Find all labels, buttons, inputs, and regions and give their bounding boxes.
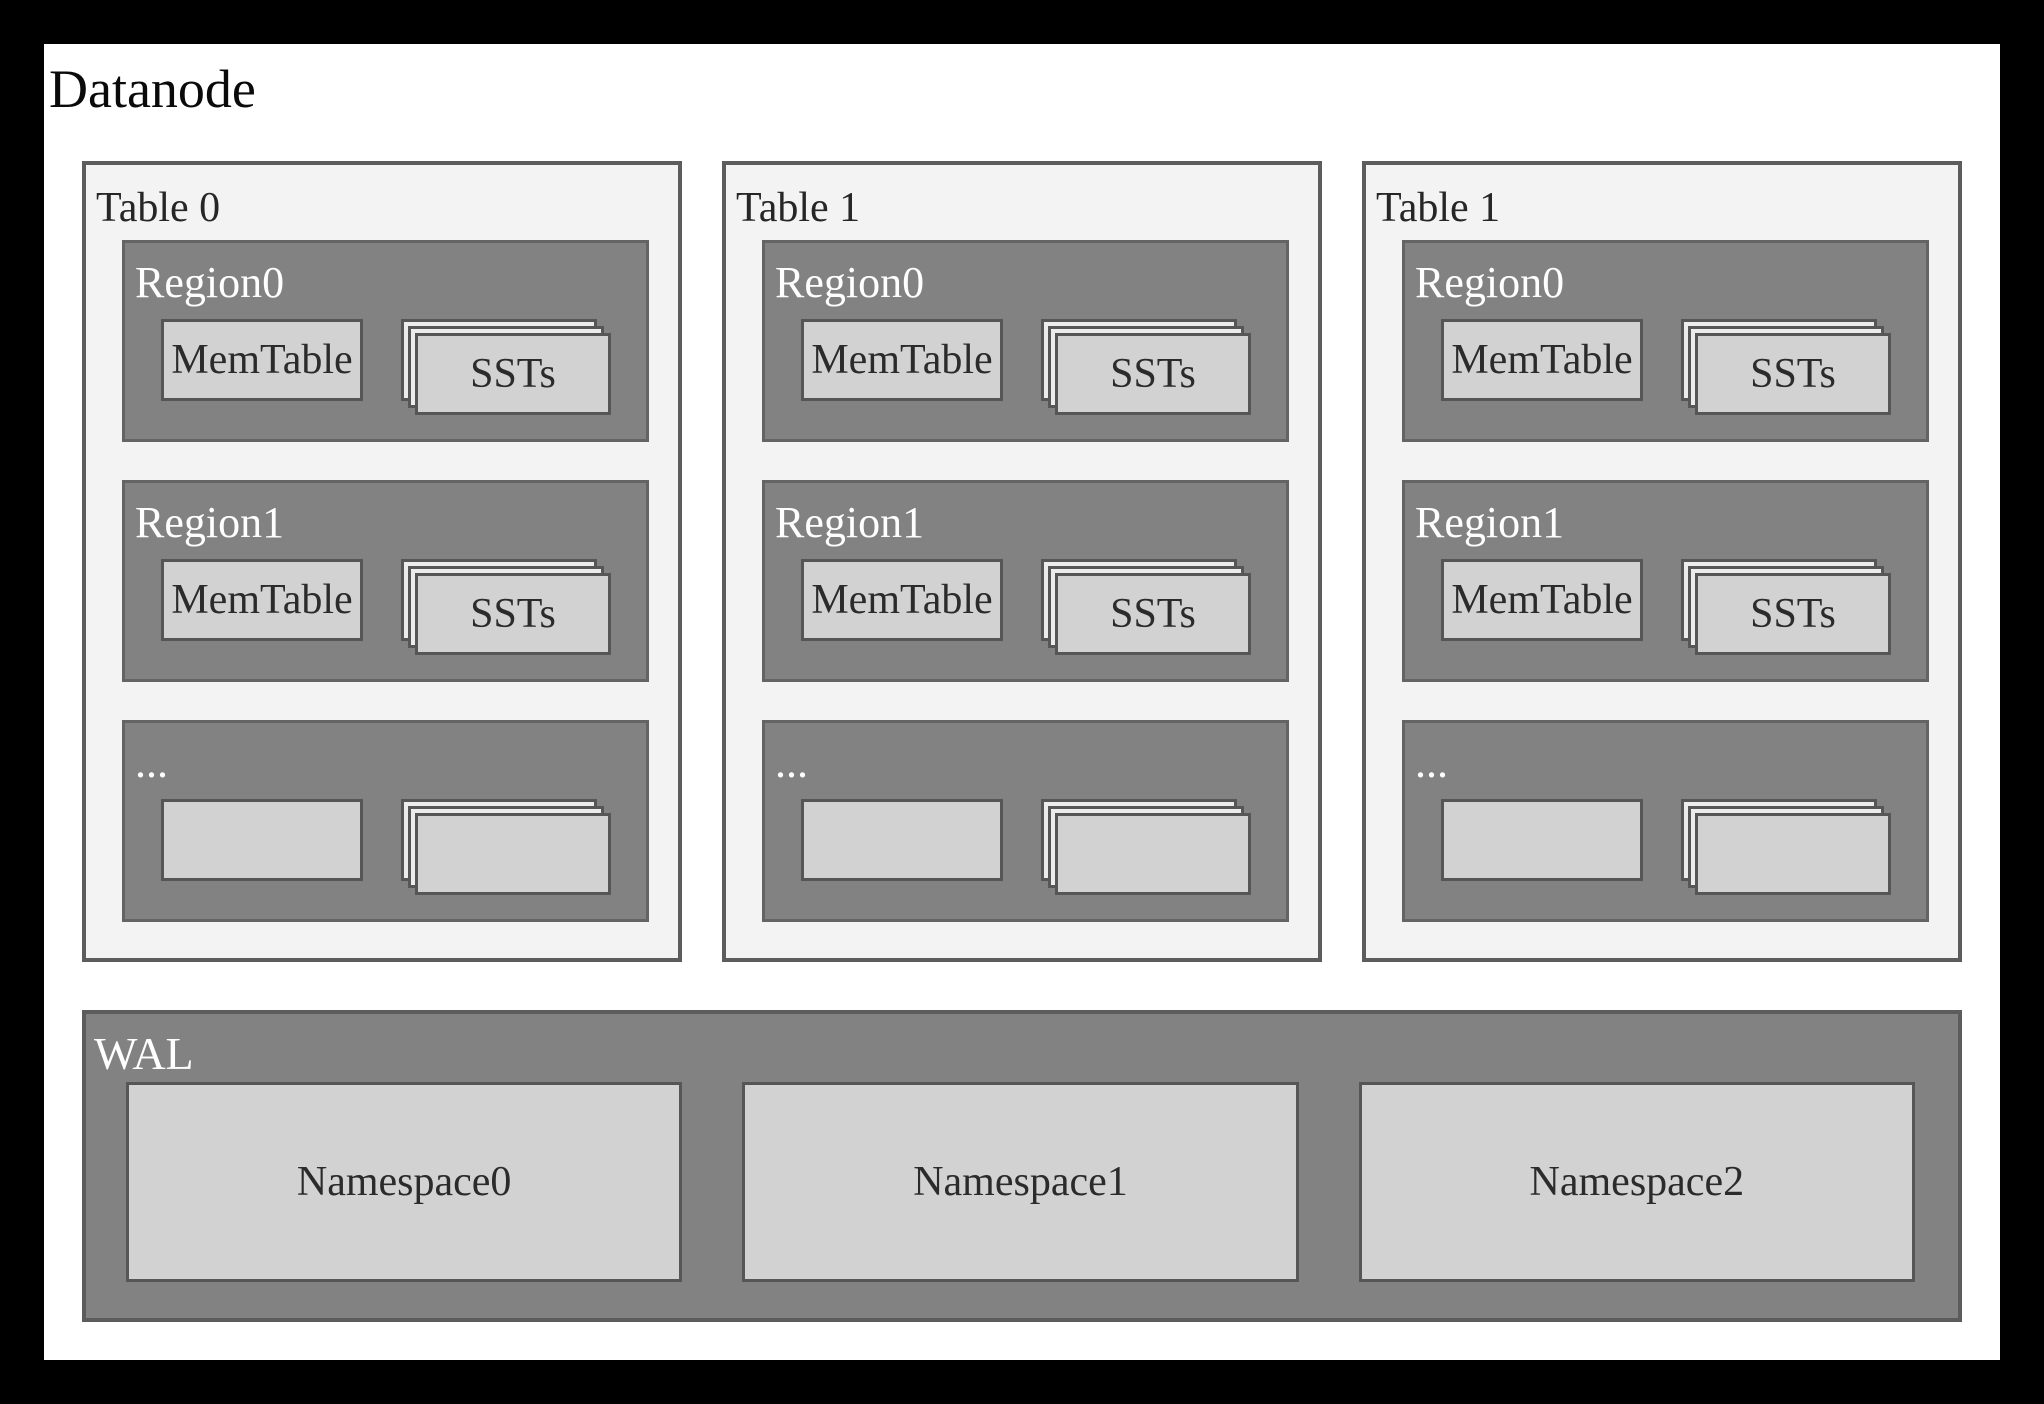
table-box-0: Table 0 Region0 MemTable SSTs Region1 Me bbox=[82, 161, 682, 962]
region-title: Region1 bbox=[1415, 498, 1565, 547]
memtable-box: MemTable bbox=[801, 559, 1003, 641]
ellipsis-label: ... bbox=[775, 738, 808, 787]
namespace-label: Namespace0 bbox=[296, 1159, 512, 1205]
sst-stack-empty bbox=[1041, 799, 1253, 897]
region-box: Region1 MemTable SSTs bbox=[1402, 480, 1929, 682]
memtable-box-empty bbox=[801, 799, 1003, 881]
sst-card-front: SSTs bbox=[1695, 573, 1891, 655]
memtable-box-empty bbox=[1441, 799, 1643, 881]
region-box: Region1 MemTable SSTs bbox=[122, 480, 649, 682]
wal-box: WAL Namespace0 Namespace1 Namespace2 bbox=[82, 1010, 1962, 1322]
namespace-row: Namespace0 Namespace1 Namespace2 bbox=[126, 1082, 1915, 1282]
region-box-ellipsis: ... bbox=[1402, 720, 1929, 922]
sst-stack: SSTs bbox=[1041, 559, 1253, 657]
region-title: Region1 bbox=[775, 498, 925, 547]
table-title: Table 0 bbox=[96, 185, 221, 231]
sst-stack-empty bbox=[401, 799, 613, 897]
memtable-box: MemTable bbox=[1441, 559, 1643, 641]
ssts-label: SSTs bbox=[1110, 351, 1196, 397]
table-box-1: Table 1 Region0 MemTable SSTs Region1 Me bbox=[722, 161, 1322, 962]
region-box-ellipsis: ... bbox=[122, 720, 649, 922]
sst-card-front: SSTs bbox=[415, 573, 611, 655]
memtable-label: MemTable bbox=[811, 337, 993, 383]
ssts-label: SSTs bbox=[1110, 591, 1196, 637]
sst-stack: SSTs bbox=[1681, 319, 1893, 417]
tables-row: Table 0 Region0 MemTable SSTs Region1 Me bbox=[82, 161, 1962, 962]
datanode-title: Datanode bbox=[49, 59, 256, 119]
sst-card-front: SSTs bbox=[1695, 333, 1891, 415]
ssts-label: SSTs bbox=[470, 351, 556, 397]
memtable-box: MemTable bbox=[161, 319, 363, 401]
memtable-label: MemTable bbox=[171, 577, 353, 623]
table-title: Table 1 bbox=[736, 185, 861, 231]
sst-card-front bbox=[415, 813, 611, 895]
ellipsis-label: ... bbox=[135, 738, 168, 787]
sst-stack: SSTs bbox=[1041, 319, 1253, 417]
sst-card-front bbox=[1055, 813, 1251, 895]
region-box: Region1 MemTable SSTs bbox=[762, 480, 1289, 682]
namespace-label: Namespace1 bbox=[913, 1159, 1128, 1205]
table-title: Table 1 bbox=[1376, 185, 1501, 231]
wal-title: WAL bbox=[94, 1028, 194, 1079]
region-title: Region0 bbox=[775, 258, 925, 307]
namespace-box-2: Namespace2 bbox=[1358, 1082, 1915, 1282]
memtable-box: MemTable bbox=[1441, 319, 1643, 401]
region-title: Region0 bbox=[135, 258, 285, 307]
memtable-label: MemTable bbox=[811, 577, 993, 623]
memtable-label: MemTable bbox=[1451, 337, 1633, 383]
table-box-2: Table 1 Region0 MemTable SSTs Region1 Me bbox=[1362, 161, 1962, 962]
namespace-box-1: Namespace1 bbox=[742, 1082, 1299, 1282]
region-box: Region0 MemTable SSTs bbox=[762, 240, 1289, 442]
sst-card-front: SSTs bbox=[415, 333, 611, 415]
ssts-label: SSTs bbox=[1750, 591, 1836, 637]
sst-stack-empty bbox=[1681, 799, 1893, 897]
datanode-panel: Datanode Table 0 Region0 MemTable SSTs bbox=[44, 44, 2000, 1360]
sst-stack: SSTs bbox=[401, 319, 613, 417]
ellipsis-label: ... bbox=[1415, 738, 1448, 787]
ssts-label: SSTs bbox=[470, 591, 556, 637]
memtable-label: MemTable bbox=[171, 337, 353, 383]
region-box-ellipsis: ... bbox=[762, 720, 1289, 922]
sst-card-front: SSTs bbox=[1055, 573, 1251, 655]
namespace-label: Namespace2 bbox=[1529, 1159, 1745, 1205]
region-box: Region0 MemTable SSTs bbox=[1402, 240, 1929, 442]
sst-stack: SSTs bbox=[1681, 559, 1893, 657]
sst-card-front bbox=[1695, 813, 1891, 895]
memtable-box: MemTable bbox=[801, 319, 1003, 401]
region-title: Region0 bbox=[1415, 258, 1565, 307]
memtable-box: MemTable bbox=[161, 559, 363, 641]
memtable-box-empty bbox=[161, 799, 363, 881]
memtable-label: MemTable bbox=[1451, 577, 1633, 623]
region-title: Region1 bbox=[135, 498, 285, 547]
ssts-label: SSTs bbox=[1750, 351, 1836, 397]
sst-card-front: SSTs bbox=[1055, 333, 1251, 415]
sst-stack: SSTs bbox=[401, 559, 613, 657]
namespace-box-0: Namespace0 bbox=[126, 1082, 683, 1282]
region-box: Region0 MemTable SSTs bbox=[122, 240, 649, 442]
